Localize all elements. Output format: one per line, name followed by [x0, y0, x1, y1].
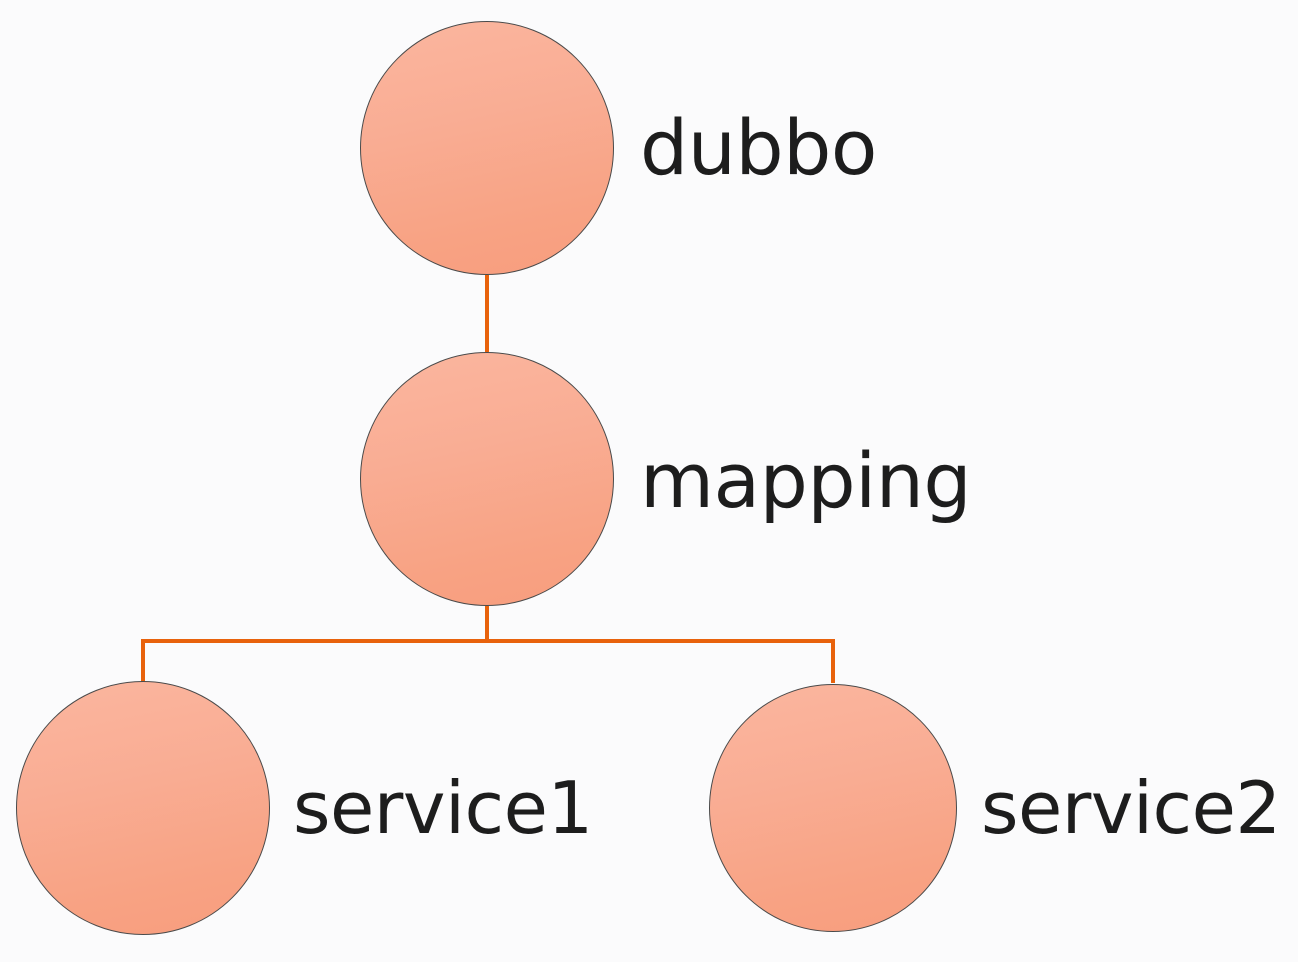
node-label-dubbo: dubbo: [640, 103, 877, 192]
node-dubbo[interactable]: [360, 21, 614, 275]
node-mapping[interactable]: [360, 352, 614, 606]
node-service1[interactable]: [16, 681, 270, 935]
node-label-service1: service1: [293, 766, 593, 850]
node-label-mapping: mapping: [640, 436, 972, 525]
node-service2[interactable]: [709, 684, 957, 932]
node-label-service2: service2: [981, 766, 1281, 850]
